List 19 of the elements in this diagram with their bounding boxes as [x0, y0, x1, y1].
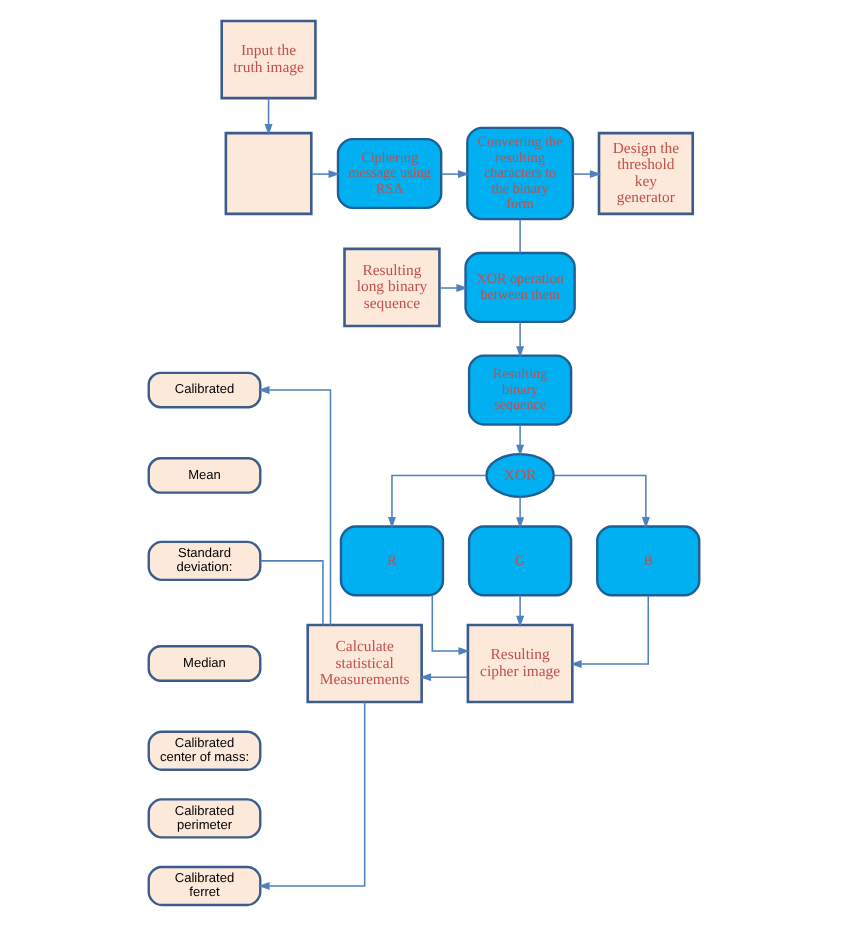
arrow	[309, 170, 339, 179]
arrow	[257, 701, 365, 890]
node-box	[223, 131, 312, 216]
arrow	[418, 673, 468, 682]
arrow	[437, 284, 467, 292]
arrow	[439, 170, 469, 179]
arrow	[515, 594, 524, 628]
arrow	[430, 594, 469, 656]
arrow	[571, 170, 601, 179]
arrow	[515, 424, 524, 457]
arrow	[515, 496, 524, 529]
arrow	[515, 321, 524, 358]
arrow	[257, 386, 331, 626]
arrow	[263, 97, 272, 136]
arrow	[552, 474, 649, 529]
connector	[258, 560, 323, 626]
arrow	[386, 474, 486, 529]
arrow	[569, 595, 648, 669]
connector	[518, 218, 520, 254]
